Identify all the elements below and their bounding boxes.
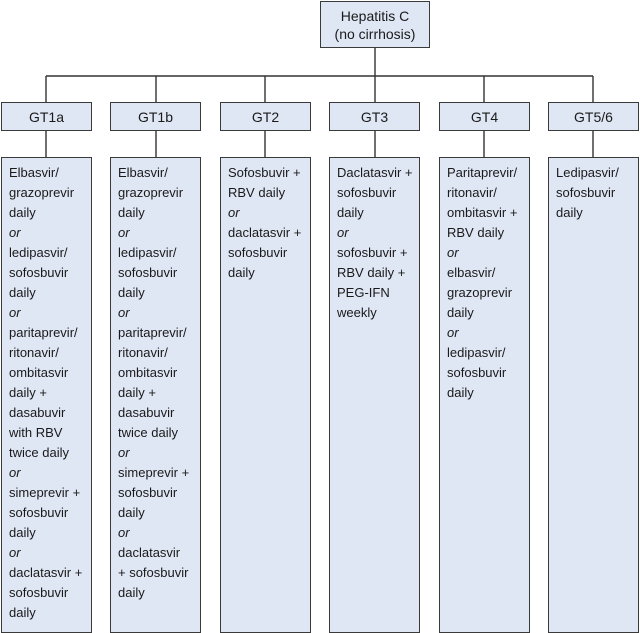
regimen-line: sofosbuvir [337, 185, 397, 200]
regimen-line: sofosbuvir [9, 585, 69, 600]
genotype-node-gt3: GT3 [329, 102, 420, 131]
regimen-box-gt5-6: Ledipasvir/sofosbuvir daily [548, 157, 639, 633]
regimen-or-separator: or [118, 305, 130, 320]
regimen-line: Sofosbuvir + [228, 165, 301, 180]
regimen-box-gt4: Paritaprevir/ritonavir/ombitasvir + RBV d… [439, 157, 530, 633]
regimen-line: paritaprevir/ [118, 325, 187, 340]
genotype-node-gt2: GT2 [220, 102, 311, 131]
regimen-or-separator: or [118, 525, 130, 540]
regimen-box-gt1a: Elbasvir/grazoprevir daily or ledipasvir/so… [1, 157, 92, 633]
regimen-or-separator: or [228, 205, 240, 220]
regimen-or-separator: or [9, 545, 21, 560]
genotype-node-gt5-6: GT5/6 [548, 102, 639, 131]
regimen-line: dasabuvir [9, 405, 66, 420]
regimen-line: sofosbuvir [556, 185, 616, 200]
regimen-line: RBV daily + [337, 265, 406, 280]
regimen-line: daily [447, 385, 474, 400]
regimen-line: daily [556, 205, 583, 220]
regimen-box-gt3: Daclatasvir + sofosbuvir daily or sofosbuvir… [329, 157, 420, 633]
regimen-line: ombitasvir [9, 365, 69, 380]
regimen-or-separator: or [9, 225, 21, 240]
regimen-line: sofosbuvir [118, 265, 178, 280]
regimen-line: daily [118, 505, 145, 520]
regimen-or-separator: or [447, 325, 459, 340]
genotype-label: GT1a [28, 108, 64, 125]
regimen-line: daily [9, 525, 36, 540]
regimen-line: Elbasvir/ [118, 165, 168, 180]
regimen-line: daily [9, 605, 36, 620]
genotype-label: GT4 [470, 108, 499, 125]
genotype-label: GT2 [251, 108, 280, 125]
genotype-node-gt4: GT4 [439, 102, 530, 131]
regimen-box-gt2: Sofosbuvir + RBV daily or daclatasvir + sofo… [220, 157, 311, 633]
regimen-box-gt1b: Elbasvir/grazoprevir daily or ledipasvir/so… [110, 157, 201, 633]
regimen-line: daclatasvir + [228, 225, 302, 240]
regimen-or-separator: or [9, 305, 21, 320]
regimen-line: sofosbuvir [9, 505, 69, 520]
regimen-line: grazoprevir [447, 285, 513, 300]
regimen-line: PEG-IFN [337, 285, 390, 300]
regimen-or-separator: or [118, 445, 130, 460]
regimen-line: daily [118, 285, 145, 300]
regimen-line: daily [447, 305, 474, 320]
regimen-line: ledipasvir/ [9, 245, 68, 260]
root-title: Hepatitis C [340, 7, 410, 24]
regimen-line: sofosbuvir [228, 245, 288, 260]
regimen-line: paritaprevir/ [9, 325, 78, 340]
regimen-line: twice daily [118, 425, 178, 440]
regimen-line: ledipasvir/ [118, 245, 177, 260]
regimen-line: Daclatasvir + [337, 165, 413, 180]
regimen-line: Paritaprevir/ [447, 165, 518, 180]
regimen-line: Ledipasvir/ [556, 165, 619, 180]
regimen-line: with RBV [9, 425, 63, 440]
regimen-line: Elbasvir/ [9, 165, 59, 180]
regimen-line: dasabuvir [118, 405, 175, 420]
regimen-line: RBV daily [228, 185, 286, 200]
regimen-line: ritonavir/ [9, 345, 59, 360]
regimen-line: ritonavir/ [118, 345, 168, 360]
regimen-line: twice daily [9, 445, 69, 460]
regimen-line: weekly [337, 305, 377, 320]
regimen-or-separator: or [9, 465, 21, 480]
regimen-line: ombitasvir [118, 365, 178, 380]
genotype-node-gt1b: GT1b [110, 102, 201, 131]
regimen-line: simeprevir + [118, 465, 190, 480]
regimen-line: daily [228, 265, 255, 280]
regimen-line: + sofosbuvir [118, 565, 189, 580]
regimen-line: daclatasvir [118, 545, 181, 560]
regimen-line: sofosbuvir [9, 265, 69, 280]
regimen-line: daily + [9, 385, 47, 400]
regimen-line: ledipasvir/ [447, 345, 506, 360]
regimen-line: ombitasvir + [447, 205, 518, 220]
regimen-line: simeprevir + [9, 485, 81, 500]
regimen-line: RBV daily [447, 225, 505, 240]
regimen-line: daily [337, 205, 364, 220]
regimen-line: sofosbuvir + [337, 245, 408, 260]
regimen-or-separator: or [337, 225, 349, 240]
regimen-line: grazoprevir [118, 185, 184, 200]
regimen-line: daily [9, 205, 36, 220]
regimen-line: daily [9, 285, 36, 300]
regimen-or-separator: or [447, 245, 459, 260]
root-subtitle: (no cirrhosis) [334, 25, 416, 42]
regimen-line: daily [118, 585, 145, 600]
regimen-line: daily + [118, 385, 156, 400]
genotype-label: GT3 [360, 108, 389, 125]
regimen-line: ritonavir/ [447, 185, 497, 200]
genotype-node-gt1a: GT1a [1, 102, 92, 131]
regimen-line: sofosbuvir [447, 365, 507, 380]
root-node-hepatitis-c: Hepatitis C (no cirrhosis) [320, 1, 430, 48]
regimen-or-separator: or [118, 225, 130, 240]
genotype-label: GT1b [137, 108, 173, 125]
regimen-line: daclatasvir + [9, 565, 83, 580]
genotype-label: GT5/6 [574, 108, 613, 125]
regimen-line: daily [118, 205, 145, 220]
regimen-line: elbasvir/ [447, 265, 496, 280]
regimen-line: sofosbuvir [118, 485, 178, 500]
regimen-line: grazoprevir [9, 185, 75, 200]
